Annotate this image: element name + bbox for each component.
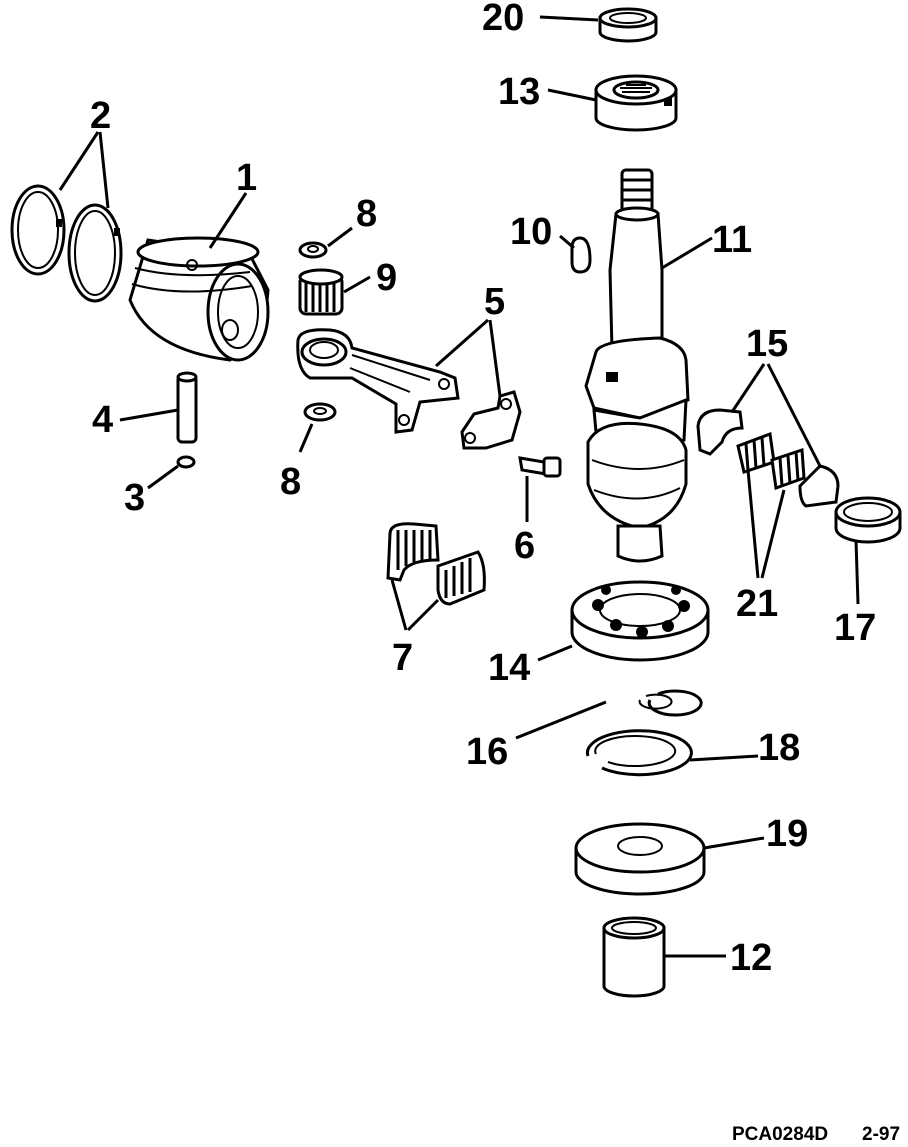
- leader-21a: [746, 469, 760, 579]
- part-11-crankshaft: [584, 168, 690, 563]
- callout-21: 21: [736, 583, 778, 625]
- callout-11: 11: [712, 219, 752, 261]
- leader-2b: [98, 131, 110, 209]
- leader-5b: [488, 319, 502, 397]
- leader-7b: [406, 598, 440, 632]
- leader-14: [537, 644, 573, 662]
- part-14-ball-bearing: [570, 580, 710, 662]
- leader-1: [208, 192, 248, 249]
- leader-16: [515, 700, 607, 740]
- part-8-washer-upper: [298, 241, 328, 259]
- part-5-rod-cap: [460, 390, 522, 450]
- leader-18: [689, 754, 759, 762]
- part-3-retainer: [176, 455, 196, 469]
- part-10-key: [570, 236, 592, 274]
- callout-6: 6: [514, 525, 535, 567]
- callout-2: 2: [90, 95, 111, 137]
- part-4-wrist-pin: [176, 371, 198, 444]
- leader-8a: [327, 226, 353, 248]
- part-5-connecting-rod: [296, 328, 460, 434]
- leader-10: [559, 234, 575, 250]
- callout-14: 14: [488, 647, 530, 689]
- part-12-sleeve: [602, 916, 666, 998]
- callout-8-upper: 8: [356, 193, 377, 235]
- callout-17: 17: [834, 607, 876, 649]
- leader-8b: [298, 423, 314, 453]
- leader-21b: [760, 489, 786, 579]
- part-16-retaining-ring: [638, 689, 703, 717]
- part-9-needle-bearing: [298, 268, 344, 316]
- part-6-rod-bolt: [518, 456, 562, 478]
- leader-3: [147, 464, 179, 490]
- leader-13: [547, 88, 597, 102]
- callout-5: 5: [484, 281, 505, 323]
- callout-1: 1: [236, 157, 257, 199]
- leader-20: [539, 15, 599, 22]
- callout-19: 19: [766, 813, 808, 855]
- figure-code: PCA0284D: [732, 1124, 828, 1145]
- leader-11: [661, 236, 713, 270]
- part-21-bearing-cages: [736, 431, 806, 491]
- part-1-piston: [128, 236, 270, 362]
- leader-17: [854, 539, 860, 605]
- leader-4: [119, 408, 179, 422]
- callout-18: 18: [758, 727, 800, 769]
- leader-19: [703, 836, 765, 850]
- callout-4: 4: [92, 399, 113, 441]
- part-8-washer-lower: [303, 402, 337, 422]
- part-18-snap-ring: [585, 729, 693, 777]
- callout-20: 20: [482, 0, 524, 39]
- callout-16: 16: [466, 731, 508, 773]
- part-17-seal-ring: [834, 496, 902, 544]
- part-2-piston-rings: [10, 184, 123, 303]
- part-15-bearing-liners: [696, 408, 840, 508]
- callout-13: 13: [498, 71, 540, 113]
- leader-15a: [730, 363, 766, 413]
- callout-3: 3: [124, 477, 145, 519]
- page-number: 2-97: [862, 1124, 900, 1145]
- part-19-thrust-washer: [574, 822, 706, 896]
- callout-12: 12: [730, 937, 772, 979]
- part-13-bearing: [594, 74, 678, 132]
- leader-9: [343, 275, 371, 294]
- leader-5a: [435, 318, 489, 368]
- callout-7: 7: [392, 637, 413, 679]
- leader-15b: [766, 363, 822, 467]
- part-7-bearing-halves: [386, 522, 486, 606]
- leader-2a: [58, 131, 100, 191]
- callout-9: 9: [376, 257, 397, 299]
- callout-8-lower: 8: [280, 461, 301, 503]
- callout-15: 15: [746, 323, 788, 365]
- part-20-seal: [598, 7, 658, 43]
- leader-7a: [390, 579, 408, 631]
- callout-10: 10: [510, 211, 552, 253]
